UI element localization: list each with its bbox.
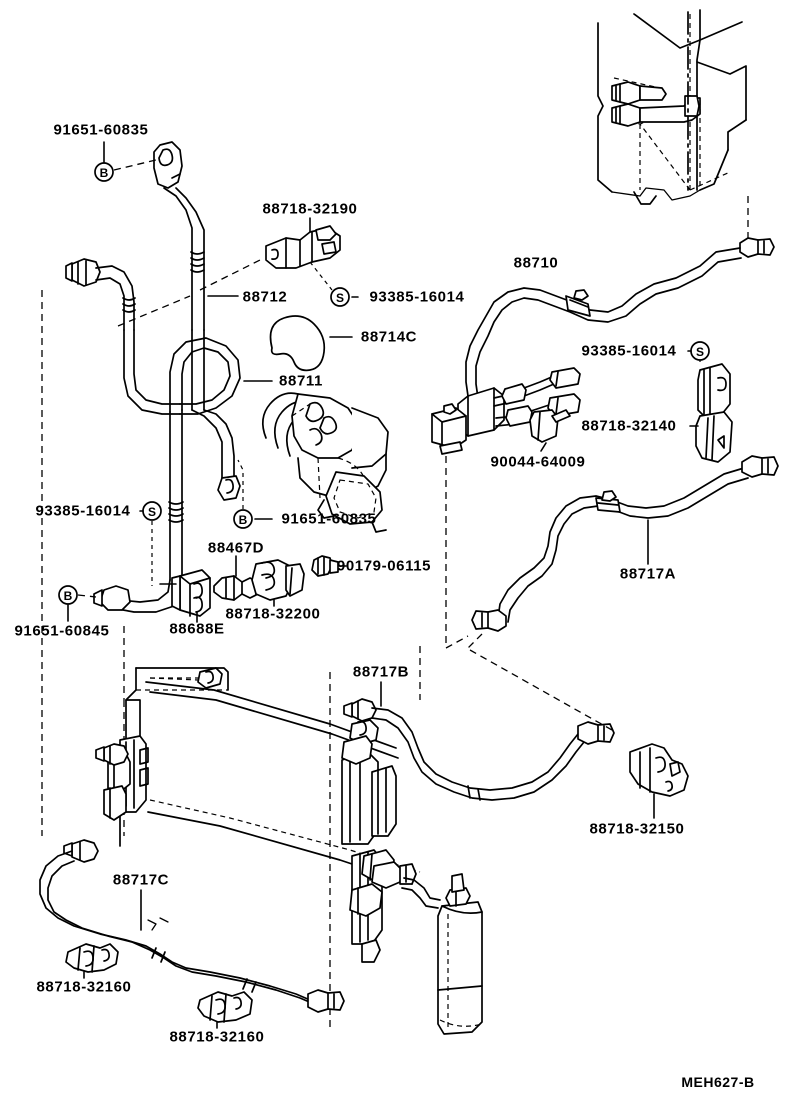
- tube-88717B: [343, 698, 615, 801]
- clamp-88718-32160-a: [65, 943, 119, 973]
- part-label-88717c: 88717C: [112, 871, 170, 889]
- leader-88717A-down: [467, 633, 483, 649]
- svg-text:S: S: [696, 345, 704, 359]
- part-label-88717a: 88717A: [619, 565, 677, 583]
- svg-text:B: B: [64, 589, 73, 603]
- part-label-88467d: 88467D: [207, 539, 265, 557]
- clamp-88718-32190: [265, 225, 341, 269]
- compressor: [261, 392, 389, 533]
- bolt-marker-topleft: B: [94, 162, 114, 182]
- part-label-88711: 88711: [279, 372, 323, 390]
- hose-88712: [153, 141, 205, 411]
- clamp-88718-32150: [629, 743, 689, 797]
- svg-text:S: S: [148, 505, 156, 519]
- clamp-88718-32160-b: [197, 991, 253, 1023]
- part-label-88714c: 88714C: [360, 328, 418, 346]
- part-label-91651-60845: 91651-60845: [14, 622, 110, 640]
- screw-marker-center: S: [330, 287, 350, 307]
- nut-90179-06115: [311, 555, 339, 577]
- part-label-93385-16014: 93385-16014: [369, 288, 465, 306]
- svg-text:B: B: [239, 513, 248, 527]
- hose-88711: [65, 258, 241, 613]
- screw-marker-right: S: [690, 341, 710, 361]
- screw-marker-left: S: [142, 501, 162, 521]
- diagram-watermark: MEH627-B: [681, 1074, 755, 1090]
- part-label-88718-32150: 88718-32150: [589, 820, 685, 838]
- leader-bolt-bottomleft-dash: [77, 594, 97, 598]
- bolt-marker-compressor: B: [233, 509, 253, 529]
- part-label-93385-16014: 93385-16014: [35, 502, 131, 520]
- tube-88717A: [471, 455, 779, 632]
- leader-88712-dash: [117, 295, 191, 327]
- part-label-88688e: 88688E: [169, 620, 225, 638]
- part-label-88718-32140: 88718-32140: [581, 417, 677, 435]
- part-label-88710: 88710: [513, 254, 559, 272]
- part-label-88718-32160: 88718-32160: [169, 1028, 265, 1046]
- part-label-91651-60835: 91651-60835: [53, 121, 149, 139]
- part-label-88717b: 88717B: [352, 663, 410, 681]
- leader-32190-dash: [199, 257, 265, 291]
- bolt-marker-bottomleft: B: [58, 585, 78, 605]
- leader-bracket-diag: [445, 635, 469, 649]
- leader-bolt-topleft-dash: [113, 159, 157, 171]
- part-label-91651-60835: 91651-60835: [281, 510, 377, 528]
- svg-text:S: S: [336, 291, 344, 305]
- leader-90044: [540, 442, 547, 452]
- part-label-90044-64009: 90044-64009: [490, 453, 586, 471]
- part-label-88718-32190: 88718-32190: [262, 200, 358, 218]
- clamp-88718-32140: [695, 363, 733, 463]
- part-label-90179-06115: 90179-06115: [336, 557, 432, 575]
- svg-text:B: B: [100, 166, 109, 180]
- leader-32190-screw: [309, 261, 333, 291]
- part-label-88718-32160: 88718-32160: [36, 978, 132, 996]
- tube-88717C: [39, 839, 345, 1013]
- clamp-88718-32200: [251, 559, 305, 601]
- condenser: [95, 667, 421, 963]
- bracket-88688E: [171, 569, 211, 617]
- manifold-block: [431, 367, 581, 455]
- firewall-unit: [597, 9, 747, 205]
- hose-88710: [465, 237, 775, 399]
- clip-90044-64009: [529, 409, 571, 443]
- part-label-88712: 88712: [242, 288, 288, 306]
- receiver-drier: [401, 873, 483, 1035]
- leader-88717B-dash: [469, 649, 613, 731]
- part-label-88718-32200: 88718-32200: [225, 605, 321, 623]
- part-label-93385-16014: 93385-16014: [581, 342, 677, 360]
- insulator-88714C: [269, 315, 326, 372]
